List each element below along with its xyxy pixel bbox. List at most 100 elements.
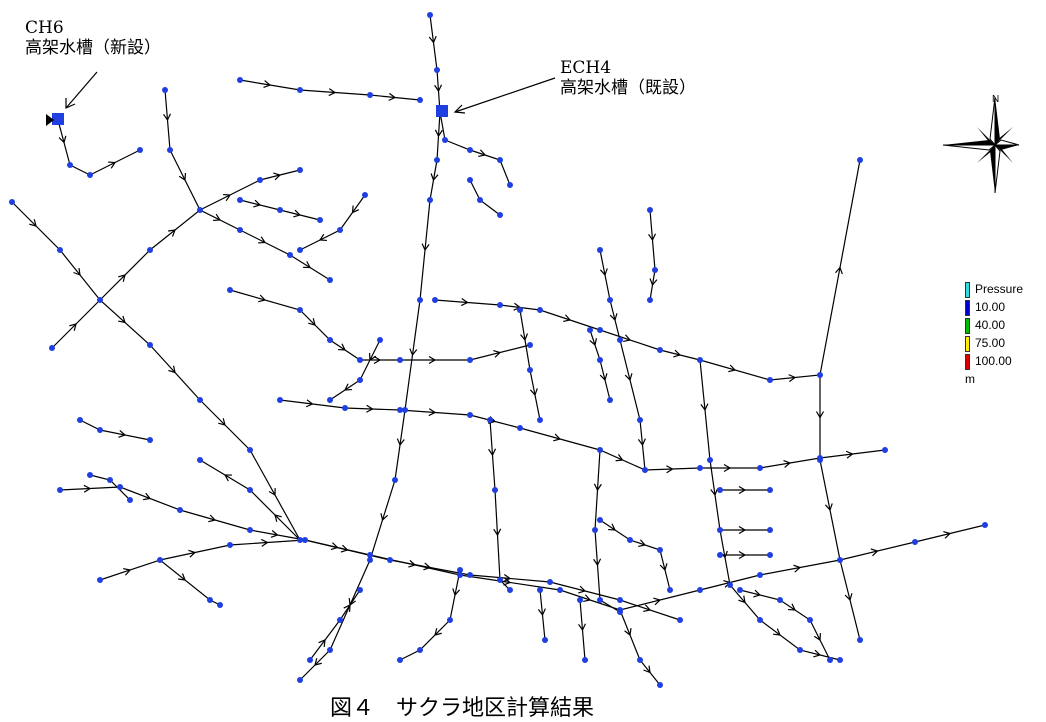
junction-node bbox=[277, 207, 283, 213]
flow-arrow bbox=[520, 333, 529, 342]
flow-arrow bbox=[293, 209, 302, 218]
flow-arrow bbox=[870, 548, 879, 557]
junction-node bbox=[617, 337, 623, 343]
junction-node bbox=[527, 367, 533, 373]
junction-node bbox=[637, 657, 643, 663]
junction-node bbox=[457, 572, 463, 578]
junction-node bbox=[557, 587, 563, 593]
flow-arrow bbox=[223, 474, 232, 482]
junction-node bbox=[307, 657, 313, 663]
pipe-segment bbox=[739, 589, 831, 661]
flow-arrow bbox=[608, 523, 616, 531]
junction-node bbox=[207, 597, 213, 603]
flow-arrow bbox=[943, 530, 952, 539]
junction-node bbox=[657, 347, 663, 353]
legend-swatch bbox=[965, 300, 970, 316]
flow-arrow bbox=[421, 243, 430, 252]
flow-arrow bbox=[599, 373, 608, 382]
flow-arrow bbox=[83, 484, 92, 493]
junction-node bbox=[327, 397, 333, 403]
junction-node bbox=[727, 582, 733, 588]
junction-node bbox=[597, 247, 603, 253]
flow-arrow bbox=[396, 438, 405, 447]
junction-node bbox=[467, 572, 473, 578]
flow-arrow bbox=[738, 550, 747, 560]
flow-arrow bbox=[218, 418, 226, 426]
junction-node bbox=[757, 572, 763, 578]
ech4-code: ECH4 bbox=[560, 58, 612, 78]
junction-node bbox=[497, 157, 503, 163]
pipe-segment bbox=[51, 169, 301, 349]
junction-node bbox=[837, 657, 843, 663]
flow-arrow bbox=[408, 559, 417, 568]
flow-arrow bbox=[643, 665, 651, 674]
junction-node bbox=[297, 307, 303, 313]
flow-arrow bbox=[73, 268, 81, 276]
junction-node bbox=[697, 465, 703, 471]
junction-node bbox=[757, 465, 763, 471]
flow-arrow bbox=[273, 172, 282, 181]
junction-node bbox=[467, 147, 473, 153]
flow-arrow bbox=[428, 408, 437, 417]
pipe-segment bbox=[619, 609, 661, 686]
ch6-tank-icon bbox=[52, 113, 64, 125]
junction-node bbox=[327, 337, 333, 343]
pipe-segment bbox=[434, 159, 861, 381]
pipe-segment bbox=[599, 249, 621, 341]
flow-arrow bbox=[788, 603, 796, 611]
flow-arrow bbox=[710, 488, 719, 497]
pipe-segment bbox=[489, 419, 511, 591]
junction-node bbox=[162, 87, 168, 93]
pipe-segment bbox=[164, 89, 331, 281]
flow-arrow bbox=[599, 268, 608, 277]
legend-swatch bbox=[965, 318, 970, 334]
flow-arrow bbox=[537, 608, 546, 617]
junction-node bbox=[717, 487, 723, 493]
ech4-tank-icon bbox=[436, 105, 448, 117]
junction-node bbox=[57, 247, 63, 253]
junction-node bbox=[237, 227, 243, 233]
junction-node bbox=[592, 527, 598, 533]
junction-node bbox=[302, 537, 308, 543]
junction-node bbox=[767, 552, 773, 558]
junction-node bbox=[342, 405, 348, 411]
junction-node bbox=[417, 647, 423, 653]
figure-caption: 図４ サクラ地区計算結果 bbox=[330, 696, 595, 721]
junction-nodes bbox=[9, 12, 988, 688]
flow-arrow bbox=[700, 403, 709, 412]
junction-node bbox=[97, 577, 103, 583]
flow-arrow bbox=[428, 35, 437, 44]
flow-arrow bbox=[213, 213, 222, 222]
junction-node bbox=[447, 617, 453, 623]
flow-arrow bbox=[488, 448, 497, 457]
flow-arrow bbox=[428, 355, 437, 365]
flow-arrow bbox=[373, 355, 382, 365]
pipe-segment bbox=[649, 209, 656, 301]
pipe-segment bbox=[819, 375, 861, 641]
flow-arrow bbox=[478, 149, 487, 158]
pipe-segment bbox=[329, 339, 381, 401]
junction-node bbox=[197, 457, 203, 463]
flow-arrow bbox=[503, 574, 512, 583]
flow-arrow bbox=[208, 514, 217, 523]
junction-node bbox=[912, 539, 918, 545]
flow-arrow bbox=[638, 539, 647, 548]
junction-node bbox=[617, 597, 623, 603]
pipe-segment bbox=[229, 289, 531, 361]
junction-node bbox=[197, 397, 203, 403]
flow-arrow bbox=[270, 530, 279, 538]
pipe-segment bbox=[279, 399, 646, 471]
flow-arrow bbox=[593, 558, 602, 567]
junction-node bbox=[647, 297, 653, 303]
junction-node bbox=[767, 487, 773, 493]
flow-arrow bbox=[423, 562, 432, 571]
junction-node bbox=[227, 542, 233, 548]
junction-node bbox=[597, 447, 603, 453]
junction-node bbox=[87, 472, 93, 478]
flow-arrow bbox=[723, 463, 732, 473]
flow-arrow bbox=[368, 353, 377, 362]
flow-arrow bbox=[589, 338, 598, 347]
ch6-pointer bbox=[65, 71, 98, 109]
junction-node bbox=[427, 197, 433, 203]
junction-node bbox=[402, 407, 408, 413]
